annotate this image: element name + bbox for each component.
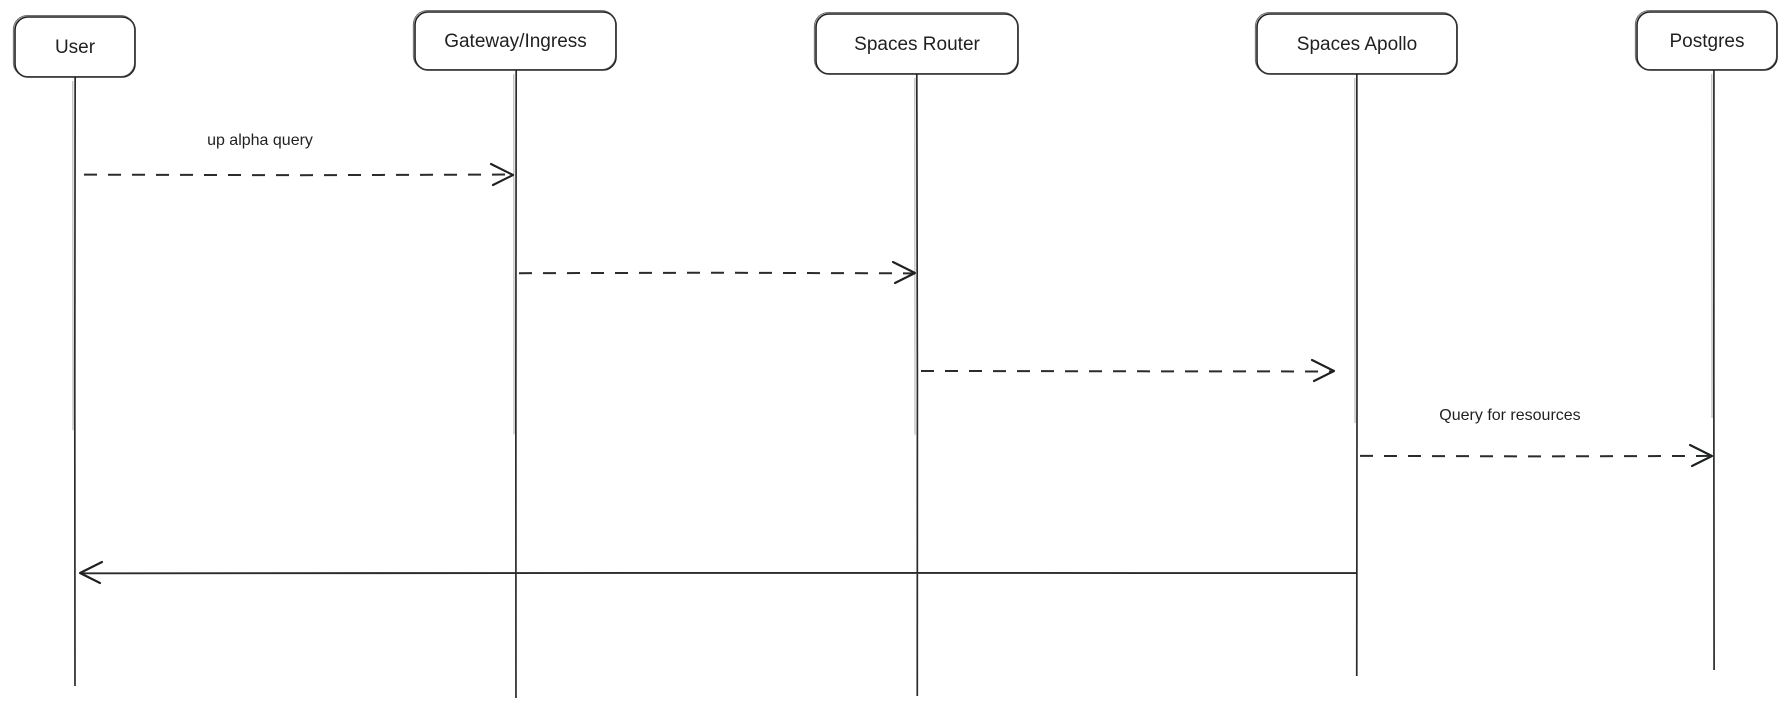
lifelines-layer xyxy=(73,70,1714,698)
message-msg-4[interactable]: Query for resources xyxy=(1360,407,1712,466)
participants-layer: User Gateway/Ingress Spaces Router Spaces A… xyxy=(13,11,1777,77)
lifeline-spaces-router xyxy=(915,74,918,696)
message-msg-5[interactable] xyxy=(80,562,1356,583)
lifeline-user xyxy=(73,77,75,686)
lifeline-postgres xyxy=(1712,70,1714,670)
message-line xyxy=(84,175,513,176)
participant-gateway[interactable]: Gateway/Ingress xyxy=(413,11,616,70)
participant-label: Spaces Router xyxy=(854,34,980,55)
message-line xyxy=(519,273,915,274)
message-label: Query for resources xyxy=(1439,407,1580,424)
participant-label: Spaces Apollo xyxy=(1297,34,1417,55)
participant-spaces-router[interactable]: Spaces Router xyxy=(814,13,1018,74)
messages-layer: up alpha queryQuery for resources xyxy=(80,132,1712,583)
message-label: up alpha query xyxy=(207,132,313,149)
participant-label: Postgres xyxy=(1670,31,1745,52)
message-msg-3[interactable] xyxy=(921,360,1334,381)
participant-label: User xyxy=(55,37,96,58)
participant-label: Gateway/Ingress xyxy=(444,31,587,52)
participant-spaces-apollo[interactable]: Spaces Apollo xyxy=(1255,13,1457,74)
lifeline-spaces-apollo xyxy=(1355,74,1357,676)
message-line xyxy=(921,371,1334,372)
lifeline-gateway xyxy=(514,70,516,698)
participant-user[interactable]: User xyxy=(13,16,135,77)
message-msg-1[interactable]: up alpha query xyxy=(84,132,513,185)
participant-postgres[interactable]: Postgres xyxy=(1635,11,1777,70)
message-msg-2[interactable] xyxy=(519,262,915,283)
